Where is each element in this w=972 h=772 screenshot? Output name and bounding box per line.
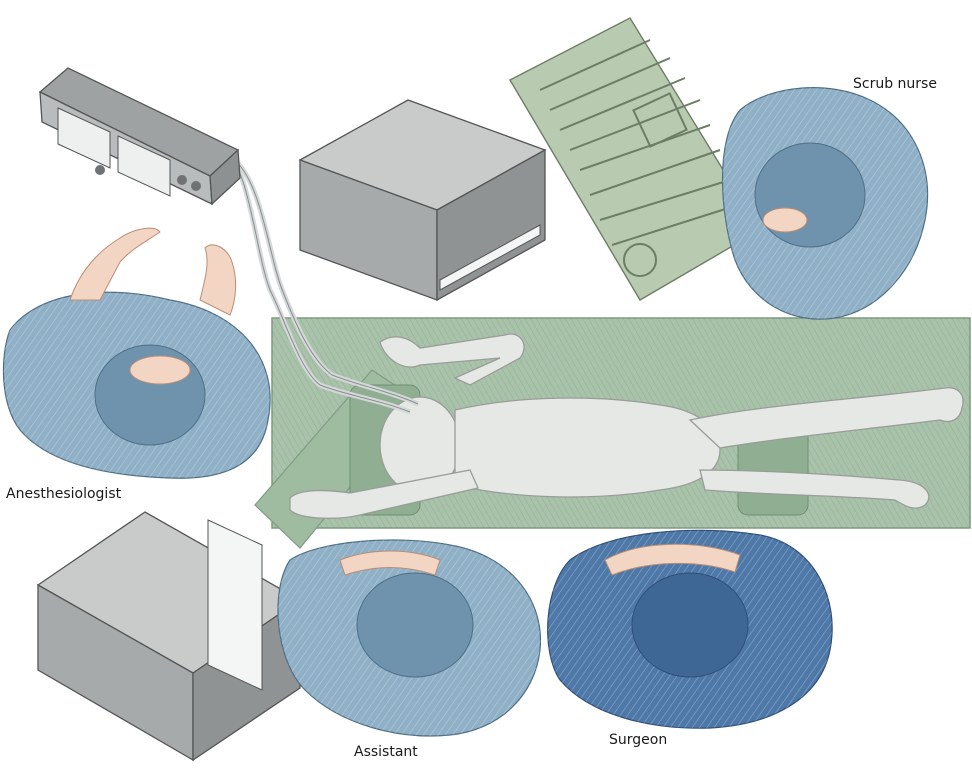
instrument-cabinet-bottom [38,512,300,760]
label-assistant: Assistant [354,744,418,760]
assistant-figure [278,540,540,736]
label-anesthesiologist: Anesthesiologist [6,486,121,502]
instrument-cabinet-top [300,100,545,300]
scrub-nurse-figure [723,88,928,320]
surgeon-figure [548,530,832,728]
label-scrub-nurse: Scrub nurse [853,76,937,92]
instrument-tray [510,18,760,300]
anesthesiologist-figure [3,228,270,478]
anesthesia-machine [40,68,240,204]
label-surgeon: Surgeon [609,732,667,748]
